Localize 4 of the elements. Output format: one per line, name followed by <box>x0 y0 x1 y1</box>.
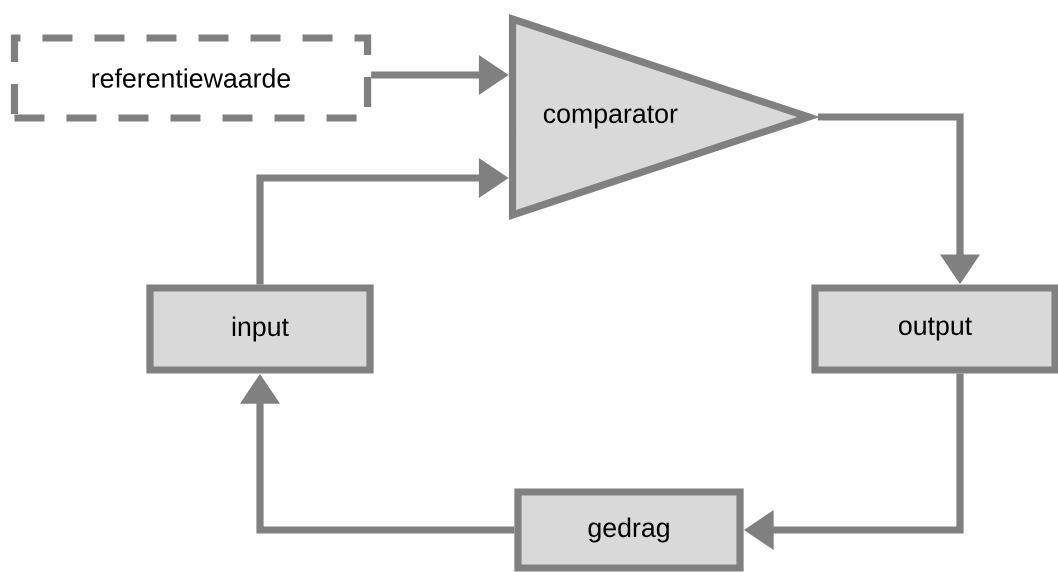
process-box: input <box>146 284 374 374</box>
dashed-box: referentiewaarde <box>10 34 372 122</box>
process-box: gedrag <box>514 488 744 572</box>
process-box: output <box>811 284 1058 374</box>
